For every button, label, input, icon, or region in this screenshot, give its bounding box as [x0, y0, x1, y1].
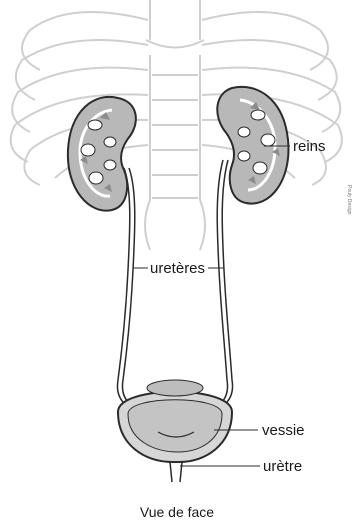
- label-ureters: uretères: [150, 260, 205, 277]
- urethra: [170, 462, 182, 482]
- caption: Vue de face: [140, 504, 214, 520]
- ribcage: [11, 0, 342, 250]
- right-kidney: [217, 87, 288, 204]
- ureters: [117, 160, 232, 405]
- label-kidneys: reins: [293, 138, 326, 155]
- label-bladder: vessie: [262, 422, 305, 439]
- left-kidney: [68, 97, 136, 211]
- label-urethra: urètre: [263, 458, 302, 475]
- credit: Pouly Design: [346, 185, 352, 215]
- bladder: [118, 380, 232, 462]
